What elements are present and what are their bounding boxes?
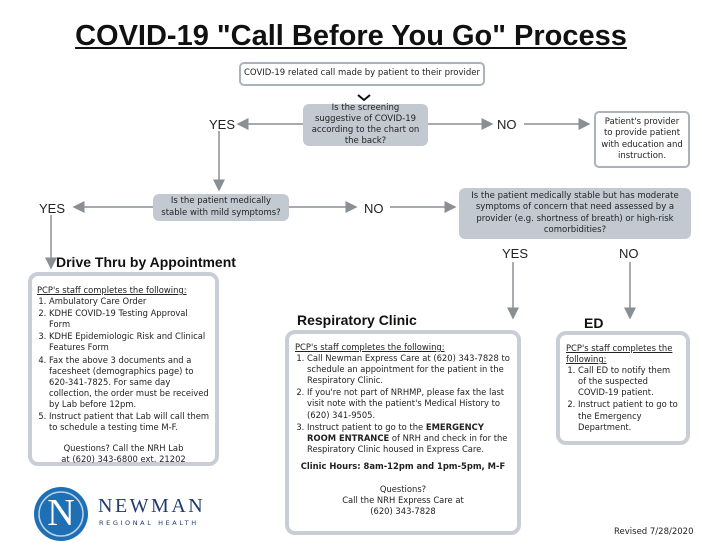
newman-logo-icon: N (32, 485, 90, 543)
ed-list: Call ED to notify them of the suspected … (566, 365, 680, 433)
list-item: Call Newman Express Care at (620) 343-78… (307, 353, 511, 386)
list-item: Fax the above 3 documents and a faceshee… (49, 355, 210, 410)
list-item: If you're not part of NRHMP, please fax … (307, 387, 511, 420)
list-item: Instruct patient to go to the EMERGENCY … (307, 422, 511, 455)
q1-no-label: NO (497, 117, 517, 132)
item-text: Instruct patient to go to the (307, 421, 426, 432)
q1-yes-label: YES (209, 117, 236, 132)
item-text: of NRH and check in for the Respiratory … (307, 432, 508, 454)
resp-clinic-heading: PCP's staff completes the following: (295, 342, 445, 352)
resp-clinic-list: Call Newman Express Care at (620) 343-78… (295, 353, 511, 455)
drive-thru-title: Drive Thru by Appointment (56, 254, 236, 270)
drive-thru-heading: PCP's staff completes the following: (37, 285, 187, 295)
q3-no-label: NO (619, 246, 639, 261)
resp-questions-line2: Call the NRH Express Care at (342, 495, 464, 506)
q2-no-label: NO (364, 201, 384, 216)
logo-letter: N (47, 492, 75, 534)
start-box: COVID-19 related call made by patient to… (239, 62, 485, 86)
list-item: KDHE Epidemiologic Risk and Clinical Fea… (49, 331, 210, 353)
revised-date: Revised 7/28/2020 (614, 527, 694, 537)
drive-thru-list: Ambulatory Care Order KDHE COVID-19 Test… (37, 296, 210, 433)
question-mild-symptoms: Is the patient medically stable with mil… (153, 194, 289, 221)
provider-education-box: Patient's provider to provide patient wi… (594, 111, 690, 168)
list-item: Call ED to notify them of the suspected … (578, 365, 680, 398)
question-moderate-symptoms: Is the patient medically stable but has … (459, 188, 691, 239)
question-screening: Is the screening suggestive of COVID-19 … (303, 103, 428, 146)
list-item: Ambulatory Care Order (49, 296, 210, 307)
resp-questions-line1: Questions? (379, 484, 427, 495)
list-item: KDHE COVID-19 Testing Approval Form (49, 308, 210, 330)
q2-yes-label: YES (39, 201, 66, 216)
item-emphasis: EMERGENCY ROOM ENTRANCE (307, 421, 484, 443)
ed-box: PCP's staff completes the following: Cal… (556, 331, 690, 445)
clinic-hours: Clinic Hours: 8am-12pm and 1pm-5pm, M-F (300, 460, 506, 471)
resp-clinic-box: PCP's staff completes the following: Cal… (285, 330, 521, 535)
ed-heading: PCP's staff completes the following: (566, 343, 673, 365)
list-item: Instruct patient to go to the Emergency … (578, 399, 680, 432)
list-item: Instruct patient that Lab will call them… (49, 411, 210, 433)
logo-subtitle: REGIONAL HEALTH (99, 519, 199, 527)
logo-name: NEWMAN (98, 495, 206, 517)
drive-thru-box: PCP's staff completes the following: Amb… (28, 272, 219, 466)
resp-questions-line3: (620) 343-7828 (370, 506, 436, 517)
drive-thru-questions: Questions? Call the NRH Lab at (620) 343… (61, 443, 186, 465)
q3-yes-label: YES (502, 246, 529, 261)
page-title: COVID-19 "Call Before You Go" Process (75, 20, 627, 52)
ed-title: ED (584, 315, 604, 331)
resp-clinic-title: Respiratory Clinic (297, 312, 417, 328)
